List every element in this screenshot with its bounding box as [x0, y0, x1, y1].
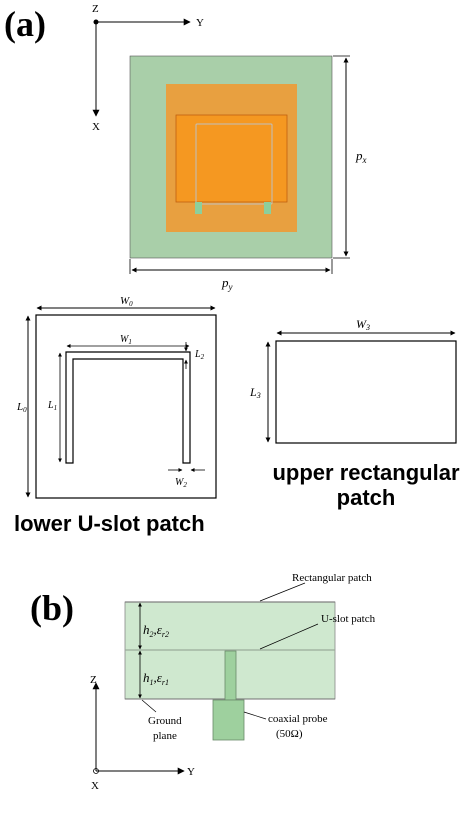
panel-b: (b) h2,εr2 h1,εr1 Rectangular patch U-sl…: [30, 572, 376, 792]
rect-patch-leader: [259, 582, 306, 602]
dim-w2: W2: [168, 468, 205, 489]
lower-patch-outline: [35, 314, 217, 499]
y-axis-label: Y: [187, 766, 195, 778]
panel-a-label: (a): [4, 4, 46, 44]
dim-l1: L1: [47, 352, 62, 463]
dim-w0-label: W0: [120, 295, 133, 308]
x-axis-origin: [93, 768, 99, 774]
panel-a-axes: Z Y X: [92, 3, 204, 133]
dim-h1-label: h1,εr1: [143, 670, 169, 687]
probe-pin: [224, 650, 237, 701]
z-axis-origin: [93, 19, 99, 25]
lower-patch-layer: [175, 114, 288, 203]
dim-h1: h1,εr1: [138, 650, 169, 699]
panel-b-label: (b): [30, 588, 74, 628]
coaxial-probe: [212, 699, 245, 741]
z-axis-label: Z: [90, 674, 97, 686]
dim-l2-label: L2: [194, 349, 205, 361]
probe-callout-line2: (50Ω): [276, 728, 303, 740]
dim-w1-label: W1: [120, 334, 132, 346]
dim-h2-label: h2,εr2: [143, 622, 169, 639]
u-slot-leader: [259, 623, 319, 650]
dim-w2-label: W2: [175, 477, 187, 489]
u-slot-callout: U-slot patch: [321, 613, 376, 625]
u-slot-shape: [195, 123, 273, 205]
x-axis-label: X: [91, 780, 99, 792]
slot-leg-left: [195, 202, 202, 214]
upper-patch-caption-line2: patch: [337, 485, 396, 510]
panel-b-axes: Z Y X: [90, 674, 195, 792]
dim-py-label: py: [221, 275, 233, 292]
dim-l3: L3: [249, 341, 271, 443]
upper-patch-outline: [275, 340, 457, 444]
dim-l1-label: L1: [47, 400, 57, 412]
dim-l2: L2: [184, 342, 205, 369]
dim-l0-label: L0: [16, 401, 27, 414]
dim-l0: L0: [16, 315, 31, 498]
slot-leg-right: [264, 202, 271, 214]
dim-px-label: px: [355, 148, 367, 165]
z-axis-label: Z: [92, 3, 99, 15]
dim-w3: W3: [276, 317, 456, 336]
dim-h2: h2,εr2: [138, 602, 169, 650]
dim-w0: W0: [36, 295, 216, 311]
dim-py: py: [129, 259, 333, 292]
lower-patch-diagram: W0 L0 W1 L1 L2: [14, 295, 217, 536]
ground-callout-line2: plane: [153, 730, 177, 742]
y-axis-label: Y: [196, 17, 204, 29]
dim-px: px: [333, 55, 367, 259]
probe-callout-line1: coaxial probe: [268, 713, 328, 725]
panel-a: (a) Z Y X px: [4, 3, 367, 292]
dim-w1: W1: [66, 334, 190, 348]
lower-patch-caption: lower U-slot patch: [14, 511, 205, 536]
x-axis-label: X: [92, 121, 100, 133]
ground-callout-line1: Ground: [148, 715, 182, 727]
probe-leader: [243, 711, 267, 720]
ground-leader: [141, 699, 157, 713]
u-slot: [65, 351, 191, 464]
rect-patch-callout: Rectangular patch: [292, 572, 372, 584]
upper-patch-caption-line1: upper rectangular: [272, 460, 459, 485]
u-slot-outline: [195, 123, 273, 205]
upper-patch-diagram: W3 L3 upper rectangular patch: [249, 317, 460, 510]
dim-w3-label: W3: [356, 317, 370, 332]
dim-l3-label: L3: [249, 385, 261, 400]
